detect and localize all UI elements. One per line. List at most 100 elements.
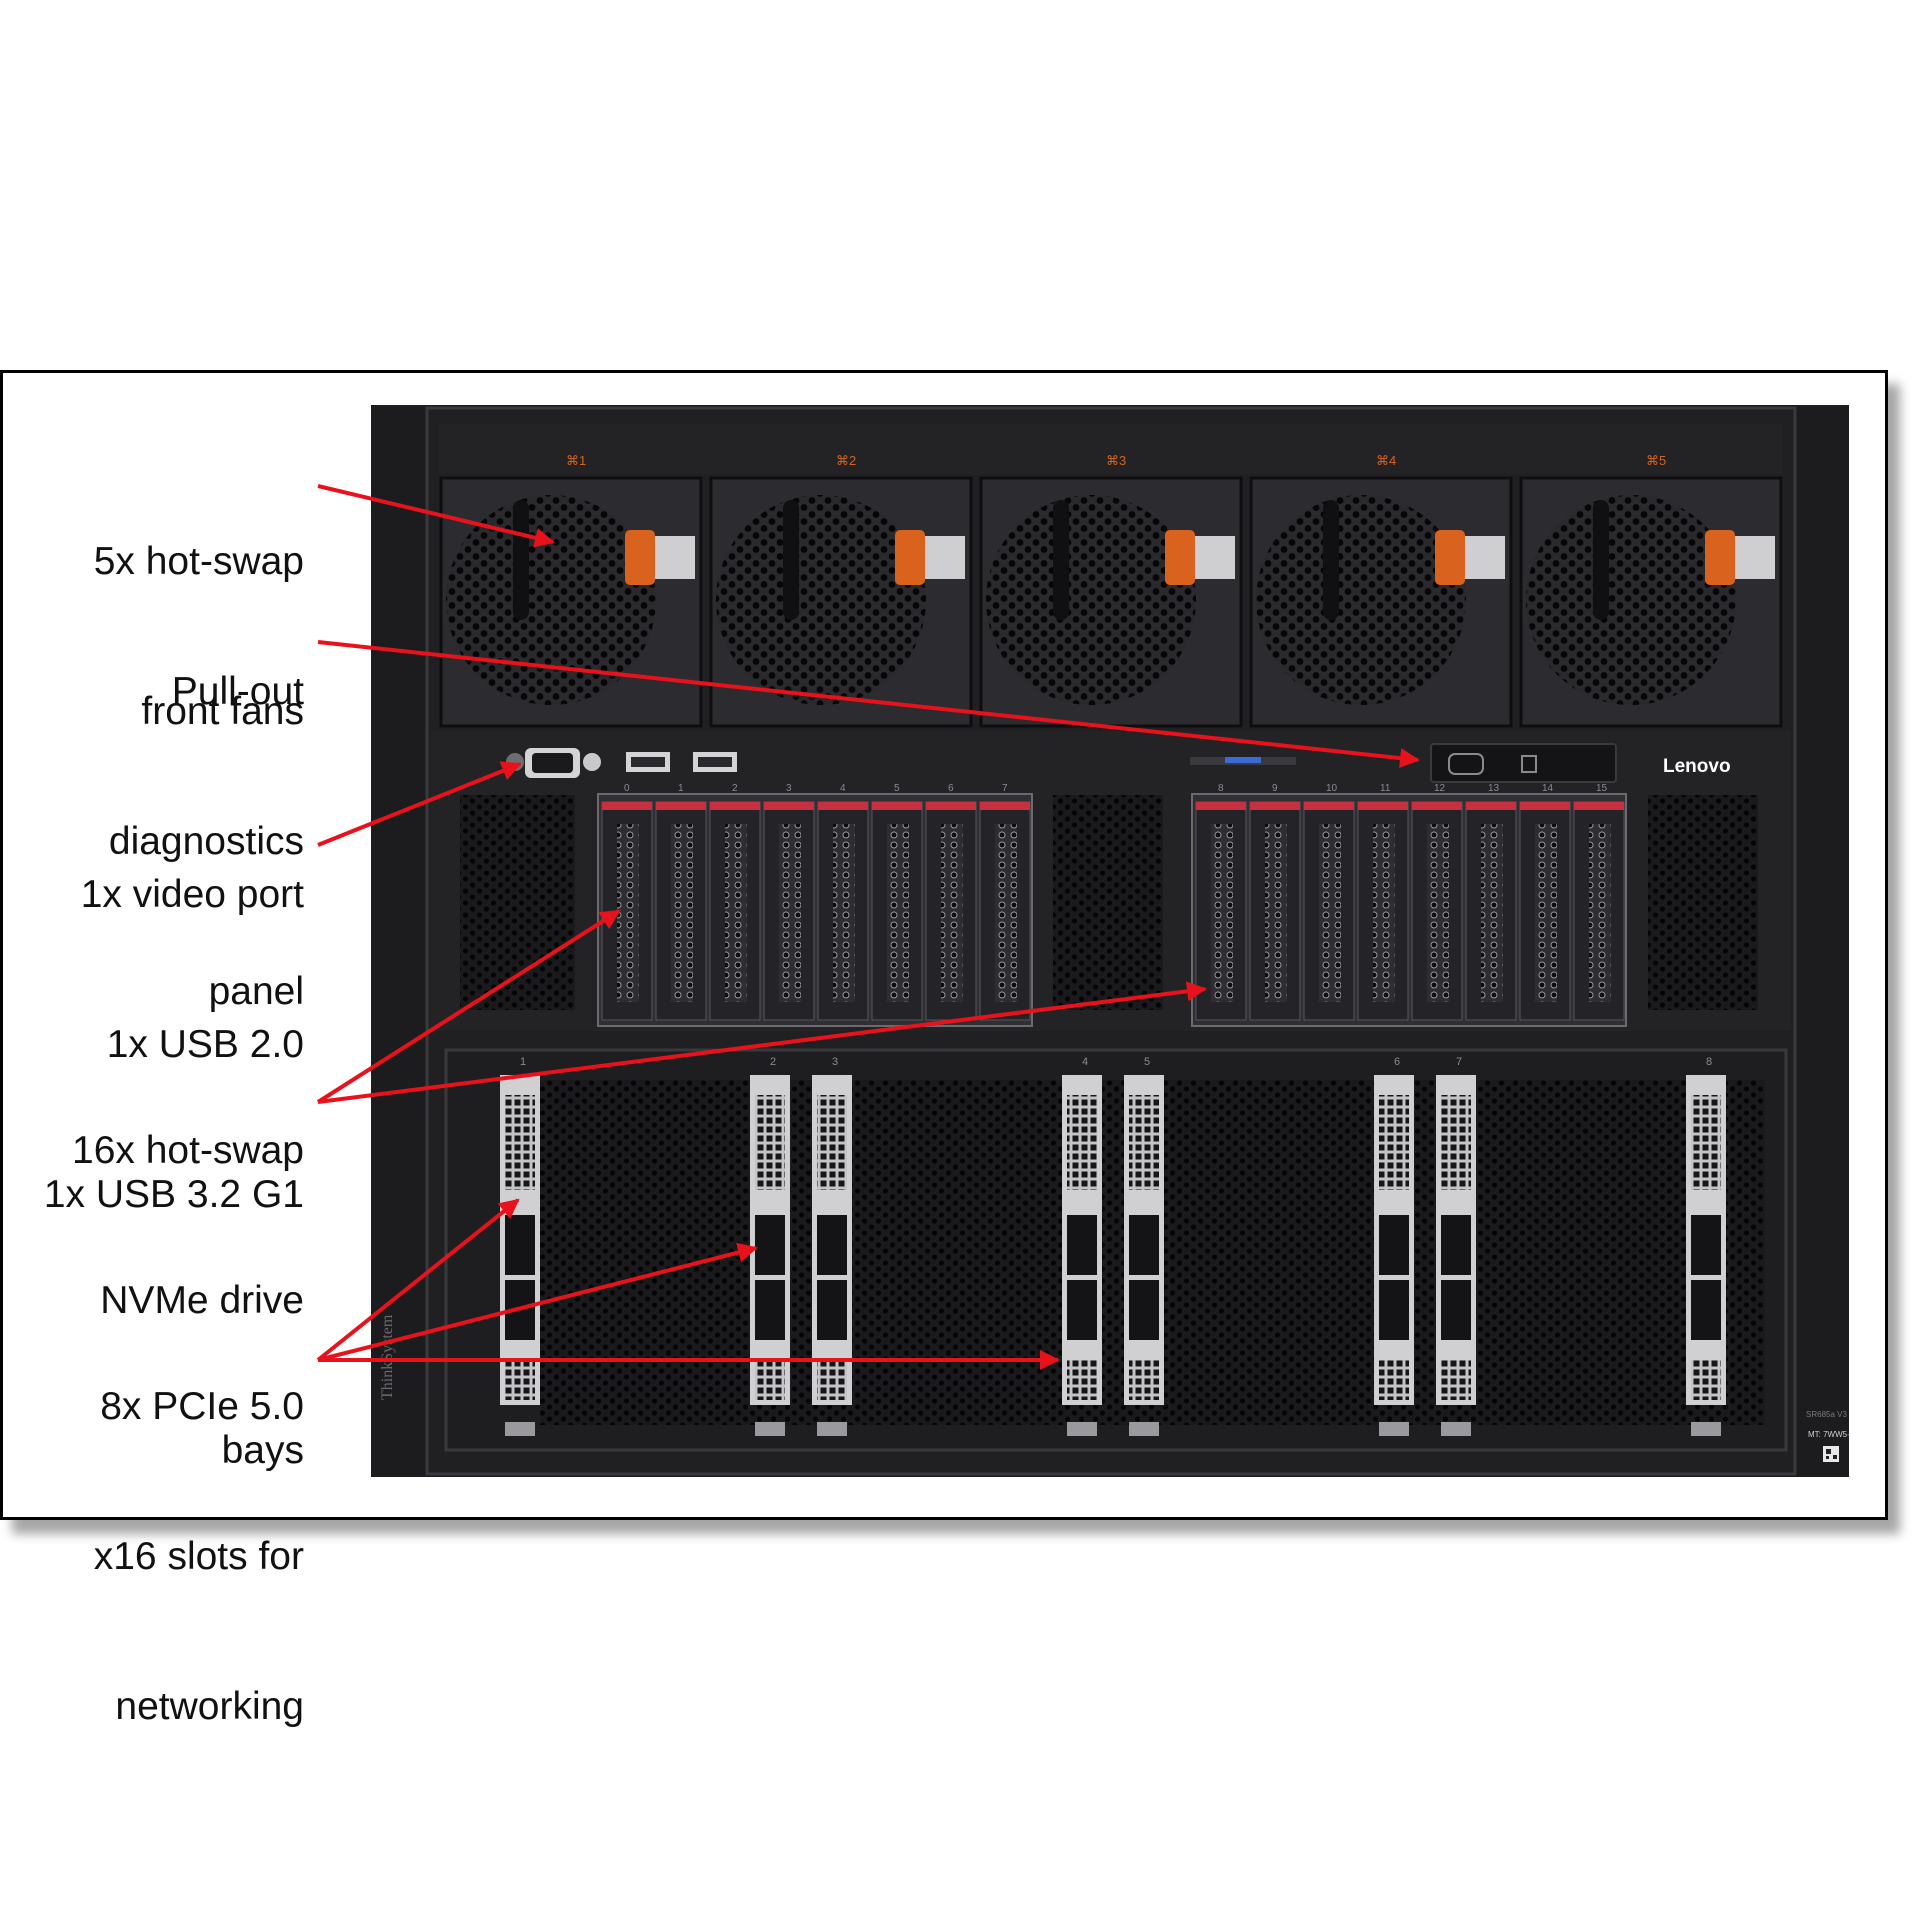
drive-bay-number: 0	[624, 783, 630, 794]
fan-handle	[513, 500, 529, 620]
drive-bay[interactable]: 5	[871, 783, 923, 1021]
drive-bay-number: 11	[1380, 783, 1391, 794]
pcie-slot[interactable]: 6	[1374, 1056, 1414, 1436]
drive-bay[interactable]: 0	[601, 783, 653, 1021]
callout-drives: 16x hot-swap NVMe drive bays	[72, 1026, 304, 1526]
pcie-port	[1129, 1280, 1159, 1340]
drive-bay-vent	[725, 824, 747, 1002]
drive-bay-latch	[872, 802, 922, 810]
callout-line: bays	[221, 1429, 304, 1472]
pcie-slot[interactable]: 3	[812, 1056, 852, 1436]
callout-line: front fans	[141, 690, 304, 733]
usb-icon[interactable]	[626, 752, 670, 772]
pcie-port	[1129, 1215, 1159, 1275]
drive-bay-latch	[1412, 802, 1462, 810]
fan-release-tab	[925, 536, 965, 579]
drive-bay-vent	[1589, 824, 1611, 1002]
pcie-slot-number: 4	[1082, 1056, 1088, 1068]
fan-module[interactable]: ⌘4	[1249, 453, 1513, 728]
pcie-port	[1379, 1280, 1409, 1340]
fan-number-label: ⌘2	[836, 453, 856, 468]
mt-label: MT: 7WW5-	[1808, 1430, 1850, 1439]
drive-bay[interactable]: 13	[1465, 783, 1517, 1021]
pcie-bracket-vent	[755, 1095, 785, 1190]
pcie-port	[755, 1215, 785, 1275]
pull-out-diagnostics-panel[interactable]	[1430, 743, 1617, 783]
callout-pcie: 8x PCIe 5.0 x16 slots for networking	[94, 1282, 304, 1782]
pcie-port	[1441, 1215, 1471, 1275]
drive-bay[interactable]: 15	[1573, 783, 1625, 1021]
drive-bay[interactable]: 7	[979, 783, 1031, 1021]
drive-bay[interactable]: 14	[1519, 783, 1571, 1021]
pcie-bracket-vent	[505, 1360, 535, 1400]
qr-code-icon	[1823, 1446, 1839, 1462]
drive-bay[interactable]: 9	[1249, 783, 1301, 1021]
drive-bay[interactable]: 1	[655, 783, 707, 1021]
drive-bay-number: 14	[1542, 783, 1554, 794]
right-vent	[1648, 795, 1758, 1010]
drive-bay[interactable]: 12	[1411, 783, 1463, 1021]
fan-module[interactable]: ⌘1	[439, 453, 703, 728]
vga-port-icon[interactable]	[525, 748, 580, 778]
fan-release-tab	[1735, 536, 1775, 579]
fan-module[interactable]: ⌘5	[1519, 453, 1783, 728]
drive-bay-vent	[1211, 824, 1233, 1002]
pcie-port	[817, 1215, 847, 1275]
fan-release-tab	[1465, 536, 1505, 579]
drive-bay-latch	[1574, 802, 1624, 810]
callout-diagnostics: Pull-out diagnostics panel	[109, 567, 304, 1067]
pcie-latch	[1441, 1422, 1471, 1436]
pcie-slot[interactable]: 4	[1062, 1056, 1102, 1436]
arrow-fans	[317, 484, 555, 548]
drive-bay-number: 15	[1596, 783, 1608, 794]
callout-line: 8x PCIe 5.0	[100, 1385, 304, 1428]
arrow-drives	[316, 909, 621, 1104]
drive-bay-vent	[941, 824, 963, 1002]
drive-bay[interactable]: 2	[709, 783, 761, 1021]
drive-bay-vent	[617, 824, 639, 1002]
arrow-pcie	[316, 1198, 520, 1362]
drive-bay[interactable]: 4	[817, 783, 869, 1021]
side-label: ThinkSystem	[379, 1314, 396, 1400]
fan-number-label: ⌘5	[1646, 453, 1666, 468]
fan-grille	[986, 495, 1196, 705]
drive-bay-latch	[980, 802, 1030, 810]
pcie-slot[interactable]: 2	[750, 1056, 790, 1436]
pcie-slot[interactable]: 8	[1686, 1056, 1726, 1436]
pcie-slot-number: 5	[1144, 1056, 1150, 1068]
pcie-slot-number: 7	[1456, 1056, 1462, 1068]
callout-fans: 5x hot-swap front fans	[94, 437, 304, 787]
pcie-bracket-vent	[817, 1360, 847, 1400]
drive-bay-number: 5	[894, 783, 900, 794]
drive-bay-number: 13	[1488, 783, 1500, 794]
callout-line: 1x USB 2.0	[106, 1023, 304, 1066]
pcie-slot[interactable]: 1	[500, 1056, 540, 1436]
model-label: SR685a V3	[1806, 1410, 1847, 1419]
drive-bay[interactable]: 6	[925, 783, 977, 1021]
fan-module[interactable]: ⌘2	[709, 453, 973, 728]
drive-bay[interactable]: 11	[1357, 783, 1409, 1021]
drive-bay[interactable]: 8	[1195, 783, 1247, 1021]
pcie-slot[interactable]: 5	[1124, 1056, 1164, 1436]
drive-bay-latch	[926, 802, 976, 810]
fan-grille	[446, 495, 656, 705]
drive-bay-number: 1	[678, 783, 684, 794]
pcie-bracket-vent	[1441, 1360, 1471, 1400]
pcie-slot[interactable]: 7	[1436, 1056, 1476, 1436]
drive-bay-vent	[779, 824, 801, 1002]
pcie-bracket-vent	[1379, 1095, 1409, 1190]
pcie-bracket-vent	[1067, 1360, 1097, 1400]
drive-bay-vent	[671, 824, 693, 1002]
fan-release-tab	[655, 536, 695, 579]
drive-bay[interactable]: 3	[763, 783, 815, 1021]
fan-module[interactable]: ⌘3	[979, 453, 1243, 728]
fan-number-label: ⌘3	[1106, 453, 1126, 468]
usb-icon[interactable]	[693, 752, 737, 772]
pcie-latch	[1379, 1422, 1409, 1436]
id-button[interactable]	[583, 753, 601, 771]
drive-bay[interactable]: 10	[1303, 783, 1355, 1021]
diagnostics-indicator	[1225, 757, 1261, 763]
pcie-slot-number: 2	[770, 1056, 776, 1068]
